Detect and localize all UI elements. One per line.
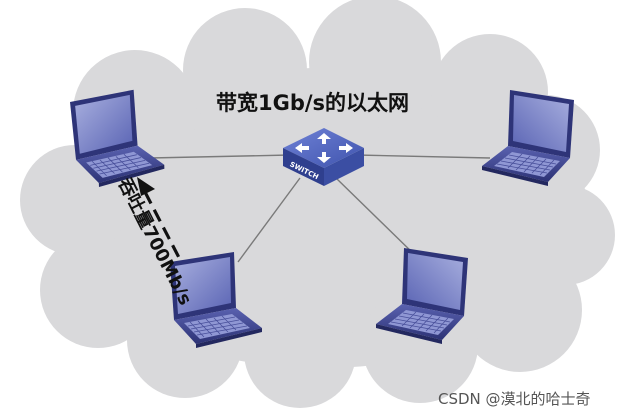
- link-top-right: [355, 154, 491, 159]
- link-bottom-right: [335, 177, 419, 259]
- watermark: CSDN @漠北的哈士奇: [438, 390, 591, 408]
- network-links: [149, 154, 491, 263]
- link-top-left: [149, 154, 291, 159]
- diagram-title: 带宽1Gb/s的以太网: [216, 91, 409, 115]
- link-bottom-left: [237, 177, 301, 263]
- cloud-background: [20, 0, 615, 408]
